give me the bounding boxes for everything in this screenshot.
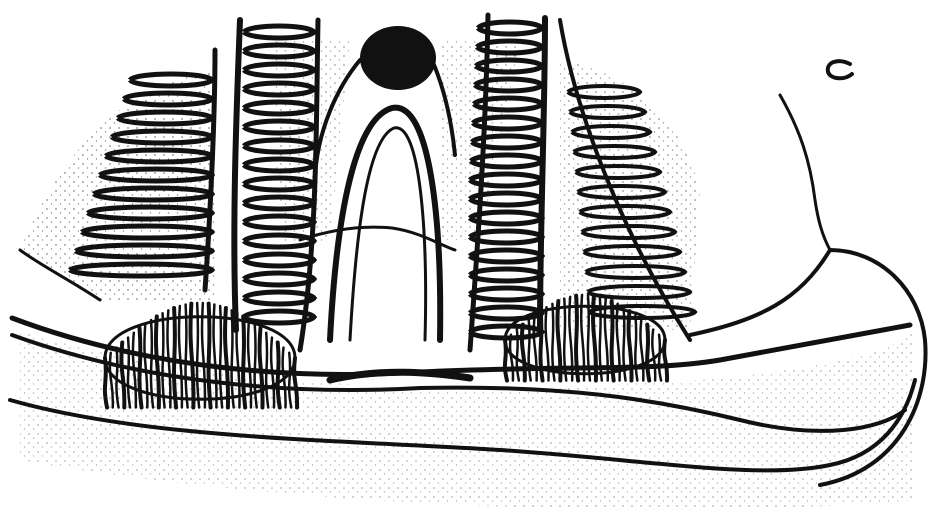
lamella-right-inner (470, 288, 542, 300)
small-curl (828, 61, 852, 78)
fringe-strand-left (139, 328, 141, 407)
fringe-strand-left (197, 303, 199, 407)
fringe-strand-left (255, 324, 257, 407)
fringe-strand-right (522, 325, 525, 381)
left-inner-outer-edge (234, 20, 240, 330)
lamella-left-inner (244, 273, 314, 285)
fringe-strand-right (510, 335, 513, 381)
lamella-left-inner (244, 254, 314, 266)
fringe-strand-right (652, 330, 655, 381)
fringe-strand-left (209, 304, 211, 408)
lobe-edge-thread (780, 95, 830, 250)
fringe-strand-left (232, 310, 234, 407)
lamella-left-inner (244, 292, 314, 304)
fringe-strand-right (647, 325, 649, 381)
vessel-thick-segment (330, 372, 470, 380)
fringe-strand-right (529, 320, 531, 381)
lamella-right-inner (470, 269, 542, 281)
fringe-strand-left (278, 343, 280, 408)
lamella-right-inner (470, 250, 542, 262)
fringe-strand-left (174, 308, 176, 408)
dark-nodule (360, 26, 436, 90)
lamella-right-inner (470, 231, 542, 243)
fringe-strand-right (635, 315, 637, 380)
fringe-strand-left (186, 305, 188, 408)
lamella-left-inner (244, 26, 314, 38)
fringe-strand-right (517, 330, 519, 381)
fringe-strand-right (659, 335, 661, 381)
fringe-strand-left (220, 306, 222, 407)
